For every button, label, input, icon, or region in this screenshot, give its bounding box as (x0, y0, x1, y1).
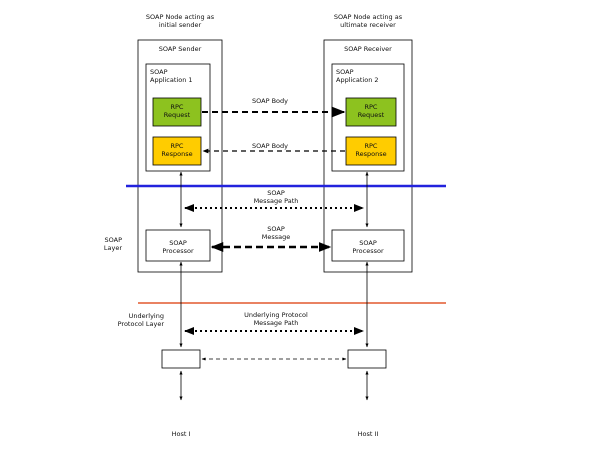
rpc-response-label-receiver: RPC Response (355, 142, 387, 158)
rpc-request-label-sender: RPC Request (163, 103, 191, 119)
soap-layer-label: SOAP Layer (103, 236, 122, 252)
underlying-protocol-path-label: Underlying Protocol Message Path (244, 311, 308, 327)
rpc-request-box-sender (152, 97, 202, 127)
soap-processor-label-sender: SOAP Processor (162, 239, 194, 255)
protocol-box-host2 (347, 349, 387, 369)
soap-processor-box-receiver (331, 229, 405, 262)
rpc-response-box-sender (152, 136, 202, 166)
soap-body-label-top: SOAP Body (252, 97, 288, 105)
receiver-title: SOAP Receiver (344, 45, 392, 53)
soap-body-label-bottom: SOAP Body (252, 142, 288, 150)
rpc-request-box-receiver (345, 97, 397, 127)
sender-caption: SOAP Node acting as initial sender (145, 13, 215, 29)
rpc-response-box-receiver (345, 136, 397, 166)
sender-title: SOAP Sender (158, 45, 202, 53)
application-2-label: SOAP Application 2 (336, 68, 379, 84)
application-1-label: SOAP Application 1 (150, 68, 193, 84)
protocol-box-host1 (161, 349, 201, 369)
host2-label: Host II (357, 430, 379, 438)
soap-processor-box-sender (145, 229, 211, 262)
soap-processor-label-receiver: SOAP Processor (352, 239, 384, 255)
rpc-request-label-receiver: RPC Request (357, 103, 385, 119)
host1-label: Host I (171, 430, 191, 438)
receiver-caption: SOAP Node acting as ultimate receiver (333, 13, 403, 29)
protocol-layer-label: Underlying Protocol Layer (117, 312, 164, 328)
rpc-response-label-sender: RPC Response (161, 142, 193, 158)
soap-message-path-label: SOAP Message Path (253, 189, 299, 205)
soap-message-label: SOAP Message (261, 225, 291, 241)
